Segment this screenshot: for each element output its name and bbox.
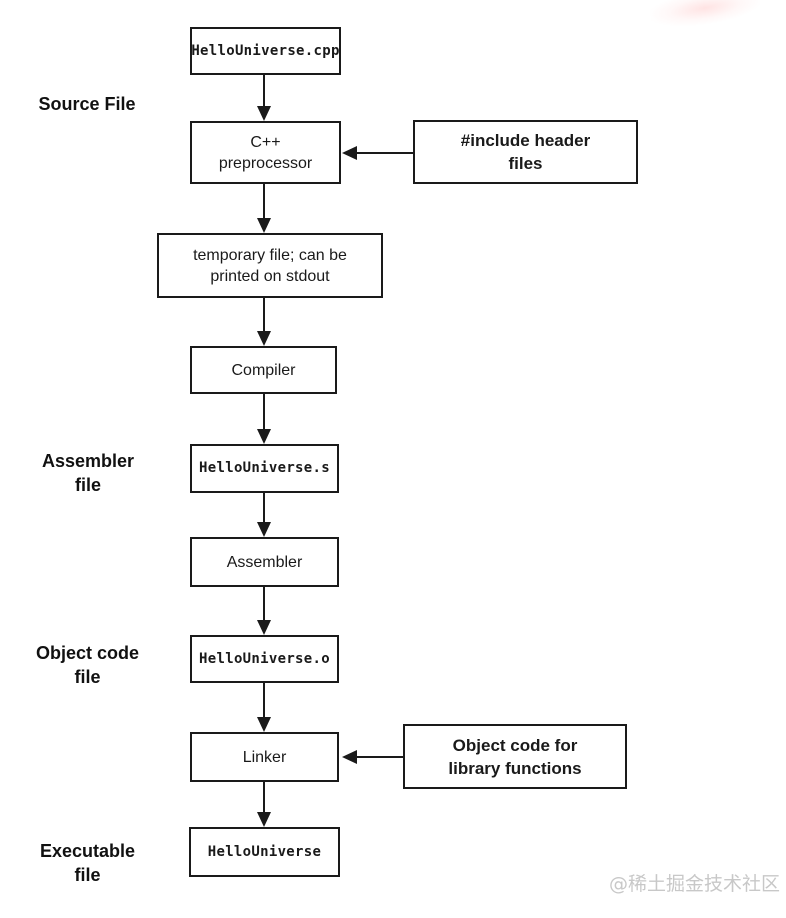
arrow-sfile-to-assembler: [257, 493, 271, 537]
node-executable: HelloUniverse: [189, 827, 340, 877]
arrow-library-to-linker: [342, 750, 403, 764]
node-preprocessor: C++ preprocessor: [190, 121, 341, 184]
arrow-cpp-to-preprocessor: [257, 75, 271, 121]
node-object-file: HelloUniverse.o: [190, 635, 339, 683]
stage-label-source-file: Source File: [38, 94, 136, 114]
arrow-compiler-to-sfile: [257, 394, 271, 444]
arrow-preprocessor-to-tempfile: [257, 184, 271, 233]
arrow-linker-to-executable: [257, 782, 271, 827]
node-source-file: HelloUniverse.cpp: [190, 27, 341, 75]
node-compiler: Compiler: [190, 346, 337, 394]
node-temporary-file: temporary file; can be printed on stdout: [157, 233, 383, 298]
arrow-ofile-to-linker: [257, 683, 271, 732]
stage-label-executable-file: Executable file: [39, 841, 136, 885]
arrow-assembler-to-ofile: [257, 587, 271, 635]
node-include-headers: #include header files: [413, 120, 638, 184]
node-object-library: Object code for library functions: [403, 724, 627, 789]
node-linker: Linker: [190, 732, 339, 782]
node-assembler: Assembler: [190, 537, 339, 587]
stage-label-assembler-file: Assembler file: [41, 451, 135, 495]
watermark: @稀土掘金技术社区: [608, 873, 780, 895]
node-assembler-file: HelloUniverse.s: [190, 444, 339, 493]
pink-smudge-artifact: [648, 0, 762, 32]
stage-label-object-code-file: Object code file: [35, 643, 140, 687]
arrow-tempfile-to-compiler: [257, 298, 271, 346]
arrow-headers-to-preprocessor: [342, 146, 413, 160]
